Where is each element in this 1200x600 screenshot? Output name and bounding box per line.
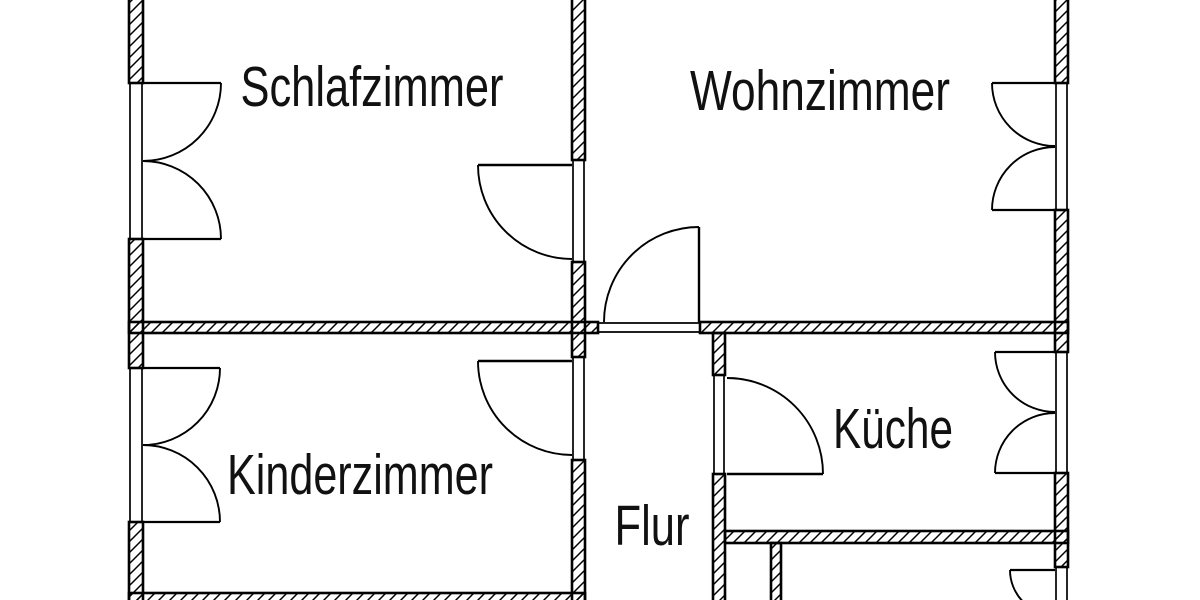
window-symbol-kinderzimmer xyxy=(142,366,221,524)
wall-left-upper xyxy=(127,0,145,85)
door-symbol-kueche xyxy=(726,377,824,476)
wall-kinderzimmer-bottom xyxy=(127,591,587,600)
labels-group: Schlafzimmer Wohnzimmer Kinderzimmer Küc… xyxy=(227,55,953,558)
window-swing-arc-bottom xyxy=(142,444,221,523)
wall-right-lower xyxy=(1053,471,1070,569)
door-symbol-kinderzimmer xyxy=(477,359,573,456)
wall-kueche-bottom xyxy=(723,529,1070,545)
room-label-flur: Flur xyxy=(615,494,690,558)
wall-below-kueche xyxy=(769,541,783,600)
opening-window-kueche xyxy=(1055,352,1068,473)
window-swing-arc-top xyxy=(142,367,221,446)
window-symbol-bottom-right-partial xyxy=(1009,568,1055,600)
opening-window-kinderzimmer xyxy=(129,368,143,522)
wall-flur-kueche-lower xyxy=(711,472,727,600)
doors-group xyxy=(477,163,824,476)
window-swing-arc-bottom xyxy=(994,412,1056,474)
wall-flur-kueche-upper xyxy=(711,331,727,377)
door-symbol-wohnzimmer xyxy=(603,226,701,323)
openings-group xyxy=(129,83,1068,600)
opening-window-wohnzimmer xyxy=(1055,83,1068,210)
window-swing-arc-bottom xyxy=(142,160,222,240)
opening-window-schlafzimmer xyxy=(129,83,143,239)
window-symbol-kueche xyxy=(994,350,1056,475)
window-swing-arc-top xyxy=(142,82,222,162)
window-swing-arc-top xyxy=(994,351,1056,413)
wall-left-lower xyxy=(127,520,145,600)
room-label-schlafzimmer: Schlafzimmer xyxy=(241,55,504,119)
door-symbol-schlafzimmer xyxy=(477,163,573,260)
wall-center-lower xyxy=(570,458,587,600)
wall-horizontal-right xyxy=(698,320,1070,335)
opening-door-schlafzimmer xyxy=(572,160,585,262)
room-label-wohnzimmer: Wohnzimmer xyxy=(690,59,950,123)
window-swing-arc-top xyxy=(1009,569,1023,600)
door-swing-arc xyxy=(726,377,824,475)
wall-right-upper xyxy=(1053,0,1070,85)
door-swing-arc xyxy=(477,360,573,456)
window-swing-arc-top xyxy=(991,82,1056,147)
opening-window-bottom-right xyxy=(1055,567,1068,600)
window-symbol-wohnzimmer xyxy=(991,81,1056,212)
window-symbol-schlafzimmer xyxy=(142,81,222,241)
wall-horizontal-left xyxy=(127,320,600,335)
walls-group xyxy=(127,0,1070,600)
opening-door-wohnzimmer xyxy=(598,322,700,333)
room-label-kueche: Küche xyxy=(833,397,953,461)
wall-center-middle xyxy=(570,260,587,359)
wall-right-middle xyxy=(1053,208,1070,354)
door-swing-arc xyxy=(603,226,700,323)
window-swing-arc-bottom xyxy=(991,146,1056,211)
wall-center-upper xyxy=(570,0,587,162)
opening-door-kinderzimmer xyxy=(572,357,585,460)
windows-group xyxy=(142,81,1056,600)
wall-left-middle xyxy=(127,237,145,370)
door-swing-arc xyxy=(477,164,573,260)
room-label-kinderzimmer: Kinderzimmer xyxy=(227,443,493,507)
opening-door-kueche xyxy=(713,375,725,474)
